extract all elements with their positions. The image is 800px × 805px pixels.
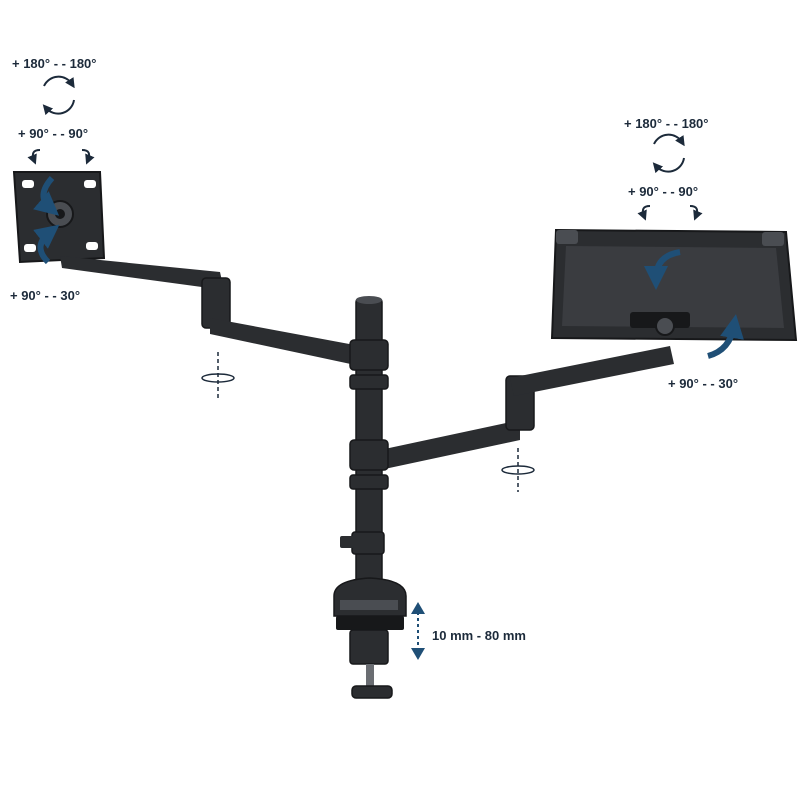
left-vesa-plate xyxy=(12,171,106,264)
left-arm xyxy=(60,256,360,366)
left-rotation-label: + 180° - - 180° xyxy=(12,56,97,71)
right-rotation-icon xyxy=(652,133,685,174)
right-swivel-label: + 90° - - 90° xyxy=(628,184,699,199)
desk-clamp xyxy=(333,577,407,699)
left-swivel-label: + 90° - - 90° xyxy=(18,126,89,141)
left-rotation-icon xyxy=(42,75,75,116)
left-tilt-arrow-icon xyxy=(33,176,60,265)
left-swivel-icon xyxy=(27,149,95,165)
right-tilt-arrow-icon xyxy=(644,249,744,359)
left-arm-swivel-indicator xyxy=(201,352,235,398)
clamp-range-label: 10 mm - 80 mm xyxy=(432,628,526,643)
right-swivel-icon xyxy=(637,205,703,221)
right-rotation-label: + 180° - - 180° xyxy=(624,116,709,131)
right-tilt-label: + 90° - - 30° xyxy=(668,376,739,391)
right-arm xyxy=(380,346,674,470)
left-tilt-label: + 90° - - 30° xyxy=(10,288,81,303)
laptop-tray xyxy=(550,228,798,342)
right-arm-swivel-indicator xyxy=(501,448,535,492)
central-pole xyxy=(340,296,389,591)
clamp-range-arrow xyxy=(411,602,425,660)
